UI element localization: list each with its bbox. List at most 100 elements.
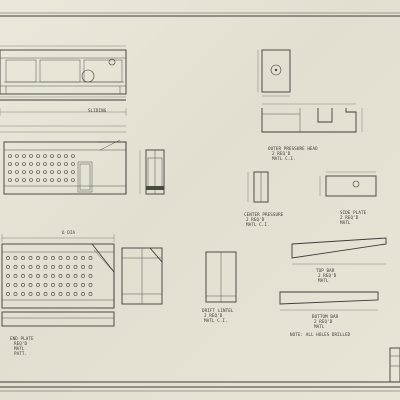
hole <box>66 283 70 287</box>
hole <box>73 274 78 278</box>
hole <box>73 283 78 287</box>
hole <box>22 178 26 182</box>
dim-label-mid: 6 DIA <box>62 230 76 235</box>
hole <box>64 170 68 174</box>
hole <box>13 292 18 296</box>
hole <box>81 283 85 287</box>
drift-lintel-title: DRIFT LINTEL <box>202 308 234 313</box>
hole <box>66 292 70 296</box>
sheet-border <box>0 12 400 392</box>
hole <box>6 283 10 287</box>
hole <box>51 274 55 278</box>
hole <box>66 274 70 278</box>
hole <box>28 256 33 260</box>
top-frame-view <box>0 45 127 101</box>
hole <box>57 178 61 182</box>
hole <box>21 256 25 260</box>
hole <box>64 154 68 158</box>
hole <box>58 283 63 287</box>
hole <box>57 170 61 174</box>
hole <box>29 154 33 158</box>
side-plate-holes <box>8 154 75 182</box>
hole <box>36 154 40 158</box>
hole <box>57 162 61 166</box>
end-plate-view <box>1 234 115 327</box>
bottom-bar-title: BOTTOM BAR <box>312 314 339 319</box>
title-block <box>389 347 400 383</box>
side-plate-end-view <box>139 149 165 195</box>
hole <box>15 170 19 174</box>
end-plate-side-view <box>121 247 163 305</box>
hole <box>81 256 85 260</box>
hole <box>15 178 19 182</box>
hole <box>51 292 55 296</box>
hole <box>6 274 10 278</box>
hole <box>6 256 10 260</box>
end-plate-title: END PLATE <box>10 336 34 341</box>
hole <box>43 170 47 174</box>
hole <box>13 283 18 287</box>
hole <box>81 292 85 296</box>
hole <box>36 274 40 278</box>
hole <box>51 265 55 269</box>
side-plate-small-view <box>319 171 377 197</box>
hole <box>88 283 93 287</box>
hole <box>71 178 75 182</box>
hole <box>29 170 33 174</box>
hole <box>22 162 26 166</box>
hole <box>29 178 33 182</box>
outer-pressure-head-view <box>257 49 363 133</box>
hole <box>64 162 68 166</box>
hole <box>73 265 78 269</box>
hole <box>81 274 85 278</box>
hole <box>36 162 40 166</box>
end-plate-holes <box>6 256 93 296</box>
hole <box>58 274 63 278</box>
hole <box>81 265 85 269</box>
hole <box>50 154 54 158</box>
end-plate-line1: REQ'D <box>14 341 28 346</box>
hole <box>28 292 33 296</box>
hole <box>15 154 19 158</box>
side-plate-title: SIDE PLATE <box>340 210 367 215</box>
hole <box>88 274 93 278</box>
side-plate-view <box>3 139 127 195</box>
outer-pressure-head-title: OUTER PRESSURE HEAD <box>268 146 318 151</box>
bottom-bar-view <box>279 291 379 311</box>
end-plate-line2: MATL <box>14 346 25 351</box>
hole <box>15 162 19 166</box>
hole <box>21 265 25 269</box>
hole <box>8 178 12 182</box>
hole <box>22 170 26 174</box>
hole <box>22 154 26 158</box>
drift-lintel-line2: MATL C.I. <box>204 318 228 323</box>
hole <box>21 283 25 287</box>
hole <box>50 170 54 174</box>
hole <box>28 283 33 287</box>
top-bar-title: TOP BAR <box>316 268 335 273</box>
hole <box>66 265 70 269</box>
drift-lintel-view <box>205 251 237 303</box>
hole <box>36 265 40 269</box>
side-plate-line1: 2 REQ'D <box>340 215 359 220</box>
hole <box>43 292 48 296</box>
drift-lintel-line1: 2 REQ'D <box>204 313 223 318</box>
center-pressure-view <box>247 171 269 203</box>
center-pressure-line2: MATL C.I. <box>246 222 270 227</box>
hole <box>73 256 78 260</box>
top-bar-line2: MATL <box>318 278 329 283</box>
hole <box>36 170 40 174</box>
center-pressure-line1: 2 REQ'D <box>246 217 265 222</box>
bottom-bar-line2: MATL <box>314 324 325 329</box>
outer-pressure-head-line2: MATL C.I. <box>272 156 296 161</box>
hole <box>8 162 12 166</box>
hole <box>43 274 48 278</box>
hole <box>36 283 40 287</box>
hole <box>71 154 75 158</box>
hole <box>43 154 47 158</box>
hole <box>36 178 40 182</box>
top-bar-line1: 2 REQ'D <box>318 273 337 278</box>
hole <box>71 162 75 166</box>
hole <box>43 256 48 260</box>
